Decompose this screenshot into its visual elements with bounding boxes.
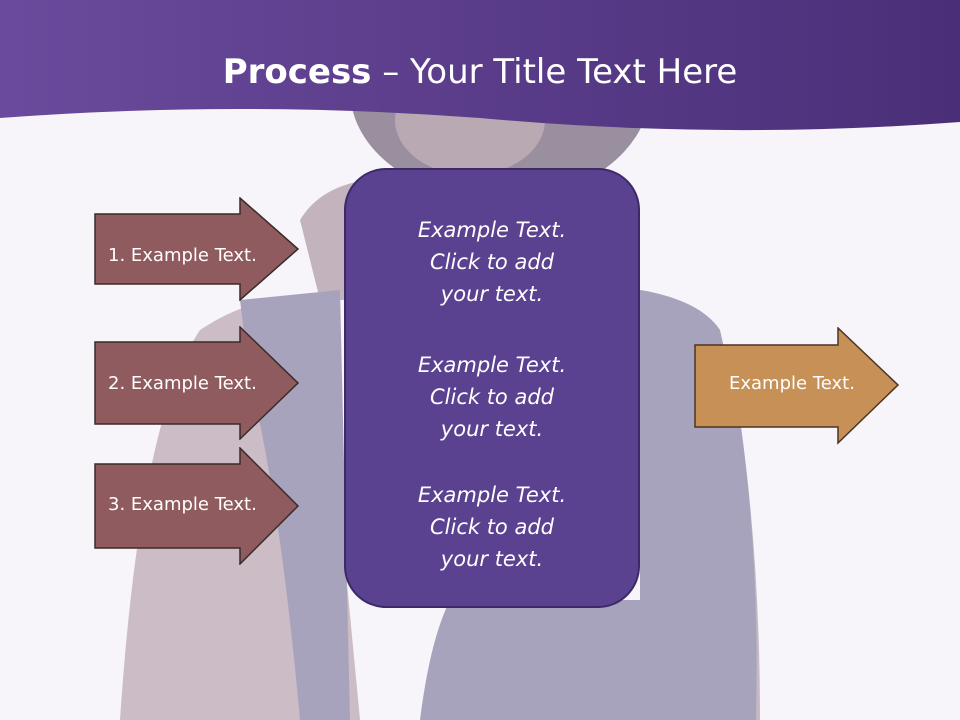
title-bold: Process — [222, 52, 372, 92]
right-arrow — [694, 327, 900, 445]
center-block-3-line3: your text. — [440, 547, 544, 571]
center-block-3: Example Text. Click to add your text. — [346, 479, 638, 575]
center-block-2-line1: Example Text. — [417, 353, 567, 377]
header-band — [0, 0, 960, 131]
left-arrow-2 — [94, 326, 300, 440]
center-block-1-line1: Example Text. — [417, 218, 567, 242]
right-arrow-label: Example Text. — [729, 373, 855, 394]
center-block-1-line2: Click to add — [429, 250, 554, 274]
center-block-2-line3: your text. — [440, 417, 544, 441]
center-block-1: Example Text. Click to add your text. — [346, 214, 638, 310]
center-block-3-line1: Example Text. — [417, 483, 567, 507]
left-arrow-3-label: 3. Example Text. — [108, 494, 257, 515]
title-rest: – Your Title Text Here — [371, 52, 738, 92]
left-arrow-3 — [94, 447, 300, 565]
center-block-2-line2: Click to add — [429, 385, 554, 409]
center-block-3-line2: Click to add — [429, 515, 554, 539]
center-block-1-line3: your text. — [440, 282, 544, 306]
left-arrow-2-label: 2. Example Text. — [108, 373, 257, 394]
center-block-2: Example Text. Click to add your text. — [346, 349, 638, 445]
left-arrow-1 — [94, 197, 300, 301]
left-arrow-1-label: 1. Example Text. — [108, 245, 257, 266]
center-text-box[interactable]: Example Text. Click to add your text. Ex… — [344, 168, 640, 608]
slide-title: Process – Your Title Text Here — [0, 52, 960, 92]
